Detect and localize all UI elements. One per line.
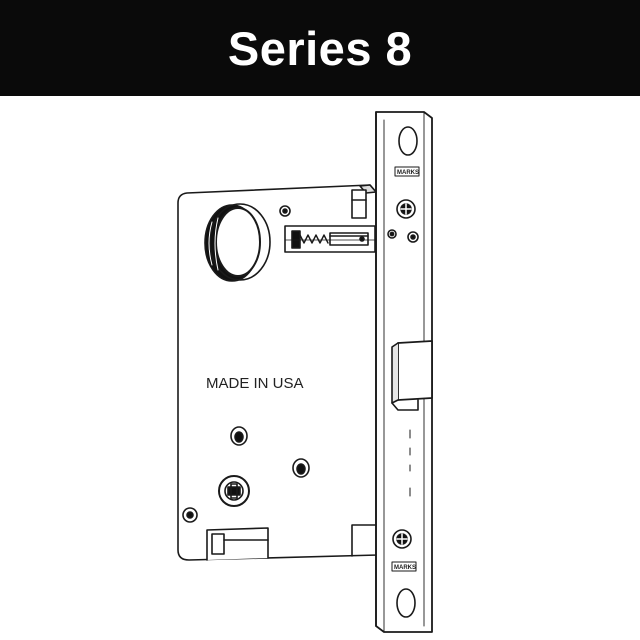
- mortise-lock-illustration: MADE IN USA MARKS: [177, 111, 433, 633]
- faceplate-screw-bottom: [392, 529, 412, 549]
- faceplate-screw-top: [396, 199, 416, 219]
- faceplate-hole-top: [398, 126, 418, 156]
- cylinder-cam-hole: [218, 475, 250, 507]
- case-hole-middle: [230, 426, 248, 446]
- case-screw-top: [279, 205, 291, 217]
- page-title: Series 8: [227, 21, 413, 75]
- faceplate-label-bottom: MARKS: [391, 561, 417, 572]
- svg-text:MARKS: MARKS: [397, 170, 419, 176]
- title-bar: Series 8: [0, 0, 640, 96]
- faceplate-label-top: MARKS: [394, 166, 420, 177]
- latch-spring-assembly: [284, 225, 376, 253]
- faceplate-small-holes: [387, 229, 419, 243]
- svg-text:MARKS: MARKS: [394, 565, 416, 571]
- case-hole-right: [292, 458, 310, 478]
- bottom-notch-right: [351, 524, 377, 557]
- latch-bolt: [391, 340, 433, 411]
- case-screw-bottom-left: [182, 507, 198, 523]
- case-stamp-text: MADE IN USA: [206, 375, 304, 392]
- hub-spindle: [204, 203, 271, 282]
- faceplate-hole-bottom: [396, 588, 416, 618]
- bottom-notch-left: [206, 527, 269, 561]
- case-lug-top: [351, 189, 367, 219]
